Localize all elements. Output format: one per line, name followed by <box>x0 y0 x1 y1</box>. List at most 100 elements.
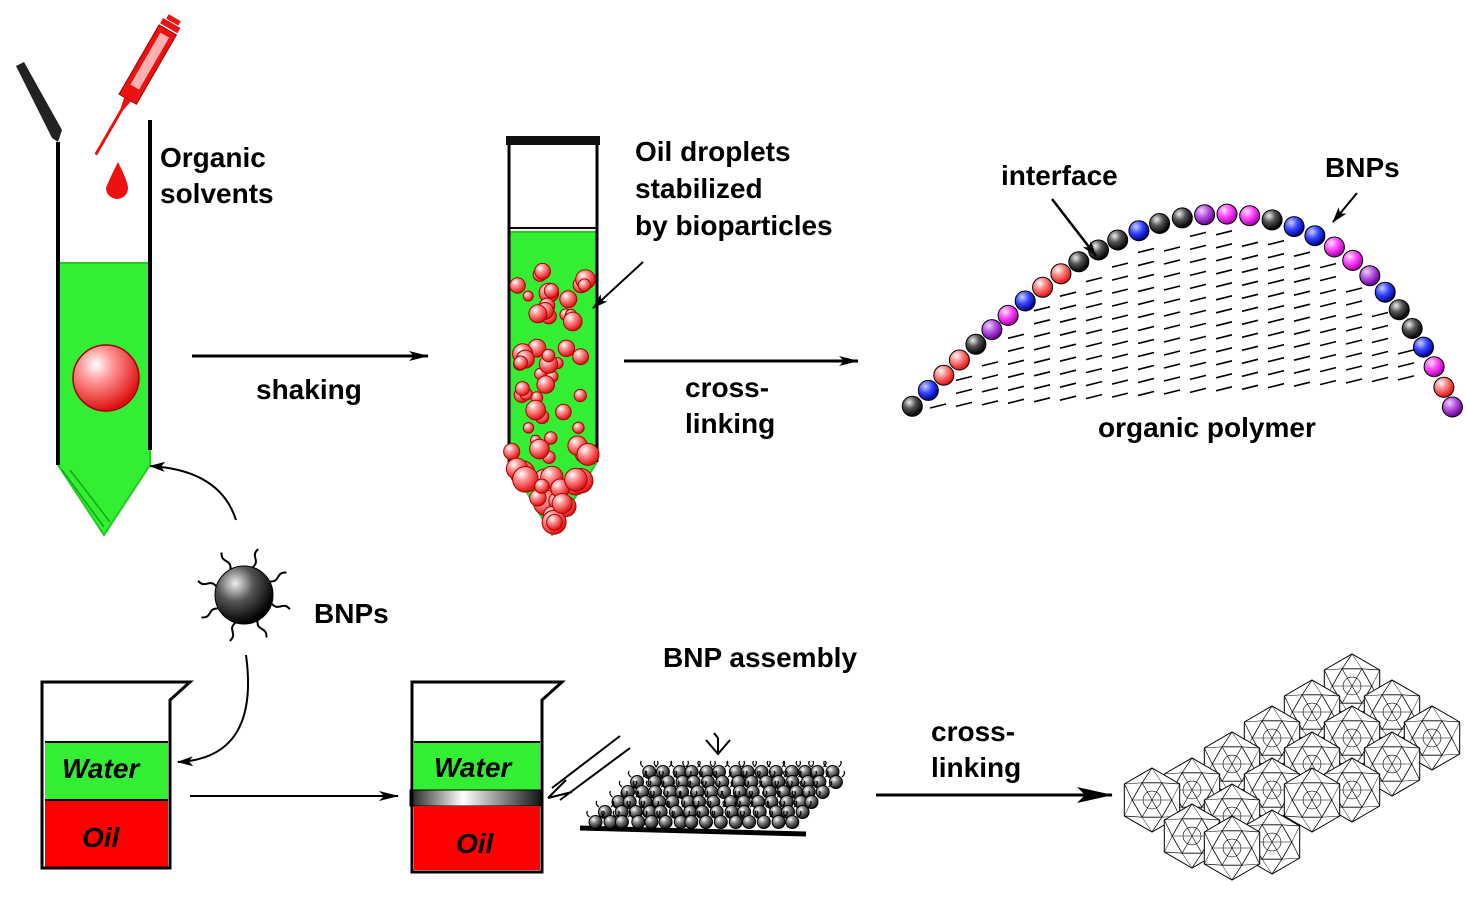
oil-droplet <box>512 466 539 493</box>
hatch-dash <box>1085 276 1103 283</box>
oil-droplet <box>572 348 589 366</box>
hatch-dash <box>1189 231 1207 238</box>
hatch-dash <box>1189 270 1207 277</box>
ligand-chain <box>739 810 759 818</box>
hatch-dash <box>1293 329 1311 335</box>
hatch-dash <box>1111 366 1129 372</box>
ligand-chain <box>793 800 812 808</box>
ligand-chain <box>802 790 821 798</box>
hatch-dash <box>1111 392 1129 398</box>
bnp-bead <box>1304 225 1326 247</box>
hatch-dash <box>1345 287 1363 293</box>
hatch-dash <box>1293 251 1311 257</box>
hatch-dash <box>1345 313 1363 319</box>
hatch-dash <box>1059 356 1077 362</box>
ligand-chain <box>762 790 781 798</box>
hatch-dash <box>1137 286 1155 293</box>
oil-droplet <box>529 438 550 460</box>
droplets-pointer <box>592 261 644 309</box>
polymer-hatch <box>929 230 1415 409</box>
hatch-dash <box>1189 309 1207 316</box>
hatch-dash <box>1319 327 1337 334</box>
ligand-chain <box>684 770 703 778</box>
hatch-dash <box>1215 360 1233 366</box>
hatch-dash <box>1163 311 1181 317</box>
bnps-pointer-top <box>1332 192 1358 223</box>
hatch-dash <box>1241 254 1259 261</box>
oil-droplet <box>572 421 585 434</box>
ligand-chain <box>742 770 761 778</box>
ligand-chain <box>689 790 709 798</box>
label-shaking: shaking <box>256 374 362 405</box>
hatch-dash <box>1267 304 1285 311</box>
label-bnps-top: BNPs <box>1325 152 1400 183</box>
hatch-dash <box>1189 374 1207 381</box>
hatch-dash <box>1033 332 1051 338</box>
label-crosslinking-bottom: cross- linking <box>931 716 1022 784</box>
hatch-dash <box>1215 321 1233 327</box>
bnp-sphere <box>699 815 713 829</box>
hatch-dash <box>1163 259 1181 265</box>
hatch-dash <box>1319 301 1337 308</box>
hatch-dash <box>1137 325 1155 332</box>
hatch-dash <box>1137 364 1155 371</box>
bnp-bead <box>1149 213 1171 234</box>
hatch-dash <box>1319 275 1337 282</box>
ligand-chain <box>197 580 218 588</box>
hatch-dash <box>1215 256 1233 262</box>
bnp-bead <box>1374 281 1396 303</box>
bnp-bead <box>1261 209 1283 231</box>
hatch-dash <box>981 361 999 367</box>
hatch-dash <box>929 403 947 409</box>
bnp-sphere <box>742 815 757 829</box>
oil-droplet <box>555 403 572 421</box>
bnp-bead <box>1014 290 1036 312</box>
oil-droplet <box>503 442 521 461</box>
bnp-sphere <box>644 815 659 829</box>
hatch-dash <box>1111 379 1129 385</box>
hatch-dash <box>1215 308 1233 314</box>
hatch-dash <box>1085 341 1103 348</box>
hatch-dash <box>1241 306 1259 313</box>
oil-droplet <box>509 277 526 294</box>
ligand-chain <box>678 790 698 798</box>
hatch-dash <box>1371 376 1389 383</box>
hatch-dash <box>1059 330 1077 336</box>
hatch-dash <box>1319 366 1337 373</box>
ligand-chain <box>798 770 818 778</box>
hatch-dash <box>1163 298 1181 304</box>
hatch-dash <box>1111 275 1129 281</box>
oil-droplet-large <box>72 344 140 412</box>
oil-droplet <box>557 339 576 357</box>
hatch-dash <box>1085 289 1103 296</box>
hatch-dash <box>1371 324 1389 331</box>
hatch-dash <box>1371 337 1389 344</box>
hatch-dash <box>1163 285 1181 291</box>
hatch-dash <box>1345 378 1363 384</box>
hatch-dash <box>1137 299 1155 306</box>
bnp-bead <box>1423 356 1445 378</box>
ligand-chain <box>586 810 605 818</box>
hatch-dash <box>1137 312 1155 319</box>
bnp-bead <box>1107 229 1129 251</box>
bnp-icon <box>197 548 291 642</box>
ligand-chain <box>698 770 718 778</box>
ligand-chain <box>609 790 628 798</box>
hatch-dash <box>1293 277 1311 283</box>
hatch-dash <box>1085 367 1103 374</box>
hatch-dash <box>1137 377 1155 384</box>
tube-1 <box>16 62 152 537</box>
hatch-dash <box>1371 363 1389 370</box>
hatch-dash <box>1137 273 1155 280</box>
hatch-dash <box>1059 369 1077 375</box>
hatch-dash <box>1163 246 1181 252</box>
bnp-bead <box>1401 318 1423 339</box>
hatch-dash <box>1241 371 1259 378</box>
hatch-dash <box>1007 372 1025 379</box>
syringe-icon <box>94 14 181 156</box>
hatch-dash <box>1319 314 1337 321</box>
hatch-dash <box>1267 265 1285 272</box>
ligand-chain <box>823 760 842 768</box>
ligand-chain <box>642 810 661 818</box>
